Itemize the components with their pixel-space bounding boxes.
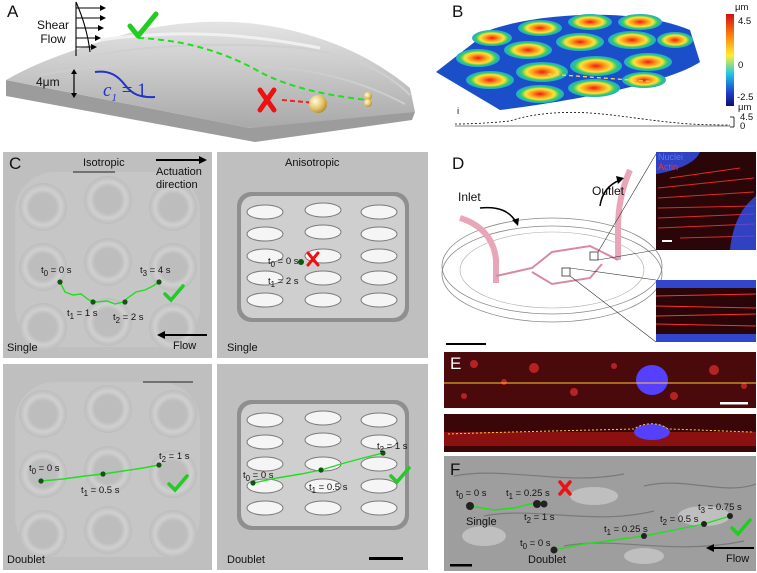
- profile-marker: i: [457, 106, 460, 117]
- time-t1: t1 = 1 s: [67, 308, 98, 321]
- panel-label-f: F: [450, 460, 461, 479]
- arrow-left-icon: [157, 331, 165, 339]
- check-icon: [167, 474, 189, 493]
- row-label-single: Single: [7, 342, 38, 354]
- ball-large: [309, 95, 327, 113]
- height-map: [436, 14, 735, 128]
- outlet-label: Outlet: [592, 184, 625, 198]
- row-label-doublet-2: Doublet: [227, 554, 265, 566]
- nucleus-xz: [634, 424, 670, 440]
- time-t0: t0 = 0 s: [268, 256, 299, 269]
- panel-label-a: A: [7, 2, 19, 21]
- time-t1: t1 = 0.25 s: [506, 488, 550, 501]
- doublet-t1: t1 = 0.25 s: [604, 524, 648, 537]
- doublet-t0: t0 = 0 s: [520, 538, 551, 551]
- col-title-isotropic: Isotropic: [83, 157, 125, 169]
- scale-bar: [446, 343, 486, 345]
- panel-label-c: C: [9, 154, 22, 173]
- time-t0: t0 = 0 s: [456, 488, 487, 501]
- doublet-t2: t2 = 0.5 s: [660, 514, 699, 527]
- time-t0: t0 = 0 s: [243, 470, 274, 483]
- arrow-left-icon: [706, 544, 714, 552]
- time-t0: t0 = 0 s: [41, 265, 72, 278]
- doublet-t3: t3 = 0.75 s: [698, 502, 742, 515]
- height-label: 4μm: [36, 75, 60, 89]
- micrograph-bottom: [656, 280, 756, 342]
- ball-small-1: [364, 92, 372, 100]
- panel-d: D: [440, 148, 757, 348]
- check-icon: [730, 518, 752, 537]
- colorbar-min: -2.5: [737, 92, 754, 103]
- check-icon: [389, 466, 411, 485]
- panel-a: A: [0, 0, 420, 150]
- curve-label: c1 = 1: [103, 80, 147, 104]
- profile-unit: μm: [738, 102, 752, 113]
- cross-icon: [257, 87, 277, 113]
- panel-c-isotropic-doublet: Doublet t0 = 0 s t1 = 0.5 s t2 = 1 s: [3, 364, 212, 570]
- colorbar-max: 4.5: [738, 16, 752, 27]
- shear-label: Shear Flow: [37, 18, 70, 46]
- scale-bar: [720, 402, 748, 405]
- row-label-single-2: Single: [227, 342, 258, 354]
- colorbar-mid: 0: [738, 60, 744, 71]
- panel-b: B: [430, 0, 757, 145]
- time-t2: t2 = 1 s: [159, 451, 190, 464]
- time-t1: t1 = 2 s: [268, 276, 299, 289]
- single-label: Single: [466, 516, 497, 528]
- panel-e: E: [444, 352, 756, 452]
- device-schematic: [441, 152, 757, 345]
- inlet-label: Inlet: [458, 190, 481, 204]
- trajectory: [59, 281, 160, 305]
- profile-min: 0: [740, 121, 746, 132]
- check-icon: [163, 284, 185, 303]
- ball-small-2: [364, 99, 372, 107]
- actin-label: Actin: [658, 162, 679, 172]
- nucleus-xy: [636, 365, 668, 395]
- row-label-doublet: Doublet: [7, 554, 45, 566]
- colorbar-unit: μm: [735, 2, 749, 13]
- panel-label-e: E: [450, 354, 462, 373]
- time-t2: t2 = 1 s: [524, 512, 555, 525]
- time-t0: t0 = 0 s: [29, 463, 60, 476]
- arrow-right-icon: [199, 156, 207, 164]
- flow-label: Flow: [173, 340, 197, 352]
- time-t3: t3 = 4 s: [140, 265, 171, 278]
- trajectory-single: [469, 501, 545, 511]
- panel-a-illustration: [6, 1, 415, 142]
- colorbar: [726, 14, 734, 106]
- cross-icon: [558, 480, 572, 496]
- cross-icon: [306, 251, 320, 267]
- panel-c-anisotropic-doublet: Doublet t0 = 0 s t1 = 0.5 s t2 = 1 s: [217, 364, 428, 570]
- panel-label-b: B: [452, 2, 464, 21]
- doublet-label: Doublet: [528, 554, 566, 566]
- time-t1: t1 = 0.5 s: [309, 482, 348, 495]
- flow-label: Flow: [726, 553, 750, 565]
- confocal-xy: [444, 352, 756, 408]
- col-title-anisotropic: Anisotropic: [285, 157, 340, 169]
- scale-bar: [450, 564, 472, 567]
- green-dashed-path: [137, 37, 369, 101]
- scale-bar: [369, 557, 403, 560]
- height-profile: [454, 111, 731, 126]
- profile-max: 4.5: [740, 112, 754, 123]
- nuclei-label: Nuclei: [658, 152, 684, 162]
- time-t2: t2 = 1 s: [377, 441, 408, 454]
- blue-curve: [94, 70, 156, 99]
- check-icon: [127, 11, 159, 39]
- panel-c-anisotropic-single: Anisotropic Single t0 = 0 s t1 = 2 s: [217, 152, 428, 358]
- time-t2: t2 = 2 s: [113, 312, 144, 325]
- time-t1: t1 = 0.5 s: [81, 485, 120, 498]
- panel-f: F t0 = 0 s t1 = 0.25 s t2 = 1 s Single t…: [444, 456, 756, 571]
- panel-label-d: D: [452, 154, 465, 173]
